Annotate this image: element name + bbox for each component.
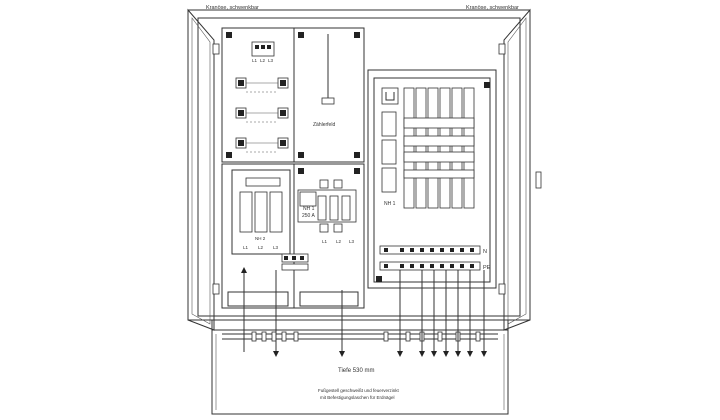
footer-line-1: Fußgestell geschweißt und feuerverzinkt <box>318 388 400 393</box>
phase-label-top-l3: L3 <box>268 58 274 63</box>
nh1-switch-label: NH 1 <box>303 206 315 212</box>
phase-label-top-l2: L2 <box>260 58 266 63</box>
earth-bar-label: PE <box>483 265 491 271</box>
neutral-bar-label: N <box>483 249 487 255</box>
phase-label-mid-l3: L3 <box>349 239 355 244</box>
neutral-bar <box>379 245 481 255</box>
phase-label-left-l2: L2 <box>258 245 264 250</box>
footer-line-2: mit Befestigungslaschen für Erdnägel <box>320 395 395 400</box>
crane-eye-label-left: Kranöse, schwenkbar <box>206 5 259 11</box>
phase-label-mid-l1: L1 <box>322 239 328 244</box>
nh1-switch-module: NH 1 250 A L1 L2 L3 <box>281 163 365 309</box>
phase-label-mid-l2: L2 <box>336 239 342 244</box>
phase-label-left-l3: L3 <box>273 245 279 250</box>
meter-area-label: Zählerfeld <box>313 122 335 128</box>
outgoing-switch-columns <box>403 87 475 209</box>
depth-label: Tiefe 530 mm <box>338 368 374 374</box>
meter-area-module: Zählerfeld <box>293 27 365 163</box>
plinth-terminal-rail <box>222 331 498 342</box>
fuse-row-2 <box>235 107 289 123</box>
cable-arrows <box>241 267 487 357</box>
nh1-switch-current: 250 A <box>302 213 315 219</box>
nh2-fuse-module: NH 2 L1 L2 L3 <box>221 163 295 309</box>
phase-label-top-l1: L1 <box>252 58 258 63</box>
meter-terminal-module: L1 L2 L3 <box>221 27 295 163</box>
cabinet-housing <box>187 8 542 415</box>
distribution-module: NH 1 N <box>367 69 497 289</box>
earth-bar <box>379 261 481 271</box>
fuse-row-3 <box>235 137 289 153</box>
fuse-row-1 <box>235 77 289 93</box>
nh2-label: NH 2 <box>255 236 266 241</box>
phase-label-left-l1: L1 <box>243 245 249 250</box>
nh1-right-label: NH 1 <box>384 201 396 207</box>
crane-eye-label-right: Kranöse, schwenkbar <box>466 5 519 11</box>
